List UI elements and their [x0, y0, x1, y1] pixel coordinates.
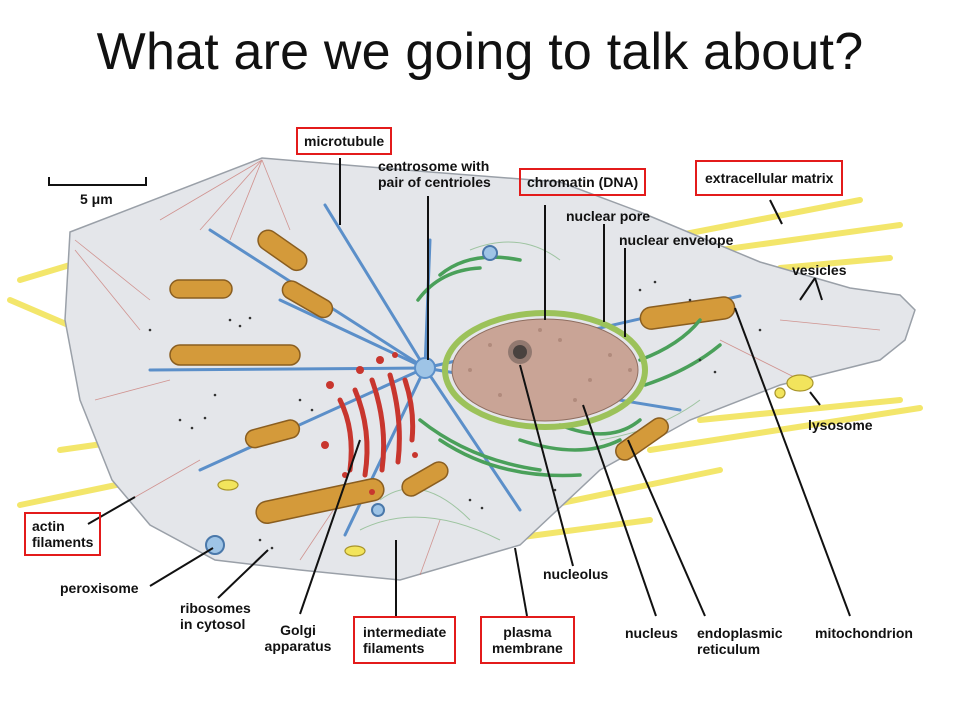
scale-bar-label: 5 μm — [80, 191, 113, 207]
label-centrosome: centrosome with pair of centrioles — [378, 158, 491, 190]
extracellular-matrix-fibers — [7, 162, 923, 543]
vesicle-shape — [482, 245, 498, 261]
golgi-apparatus — [337, 372, 416, 478]
centrosome-shape — [414, 357, 436, 379]
label-golgi: Golgi apparatus — [264, 622, 332, 654]
leader-lines — [87, 158, 851, 617]
label-nuclear-envelope: nuclear envelope — [619, 232, 734, 248]
vesicle-shape-2 — [371, 503, 385, 517]
actin-filaments — [74, 159, 881, 576]
mitochondria — [169, 229, 736, 524]
nucleus-shape — [451, 318, 639, 422]
scale-bar — [48, 177, 147, 186]
label-extracellular-matrix: extracellular matrix — [695, 160, 844, 196]
chromatin-texture — [468, 328, 632, 402]
label-ribosomes: ribosomes in cytosol — [180, 600, 251, 632]
label-peroxisome: peroxisome — [60, 580, 139, 596]
lysosome-shape — [217, 374, 814, 557]
endoplasmic-reticulum — [416, 255, 722, 478]
golgi-vesicles — [321, 352, 418, 495]
label-mitochondrion: mitochondrion — [815, 625, 913, 641]
label-plasma-membrane: plasma membrane — [480, 616, 575, 664]
label-intermediate-filaments: intermediate filaments — [353, 616, 457, 664]
label-nuclear-pore: nuclear pore — [566, 208, 651, 224]
label-lysosome: lysosome — [808, 417, 873, 433]
label-actin-filaments: actin filaments — [24, 512, 102, 556]
nucleolus-shape — [508, 340, 532, 364]
ribosome-dots — [148, 280, 762, 550]
label-chromatin: chromatin (DNA) — [519, 168, 647, 196]
label-microtubule: microtubule — [296, 127, 393, 155]
label-vesicles: vesicles — [792, 262, 847, 278]
label-nucleolus: nucleolus — [543, 566, 609, 582]
slide-title: What are we going to talk about? — [96, 23, 864, 81]
label-endoplasmic-reticulum: endoplasmic reticulum — [697, 625, 783, 657]
label-nucleus: nucleus — [625, 625, 678, 641]
